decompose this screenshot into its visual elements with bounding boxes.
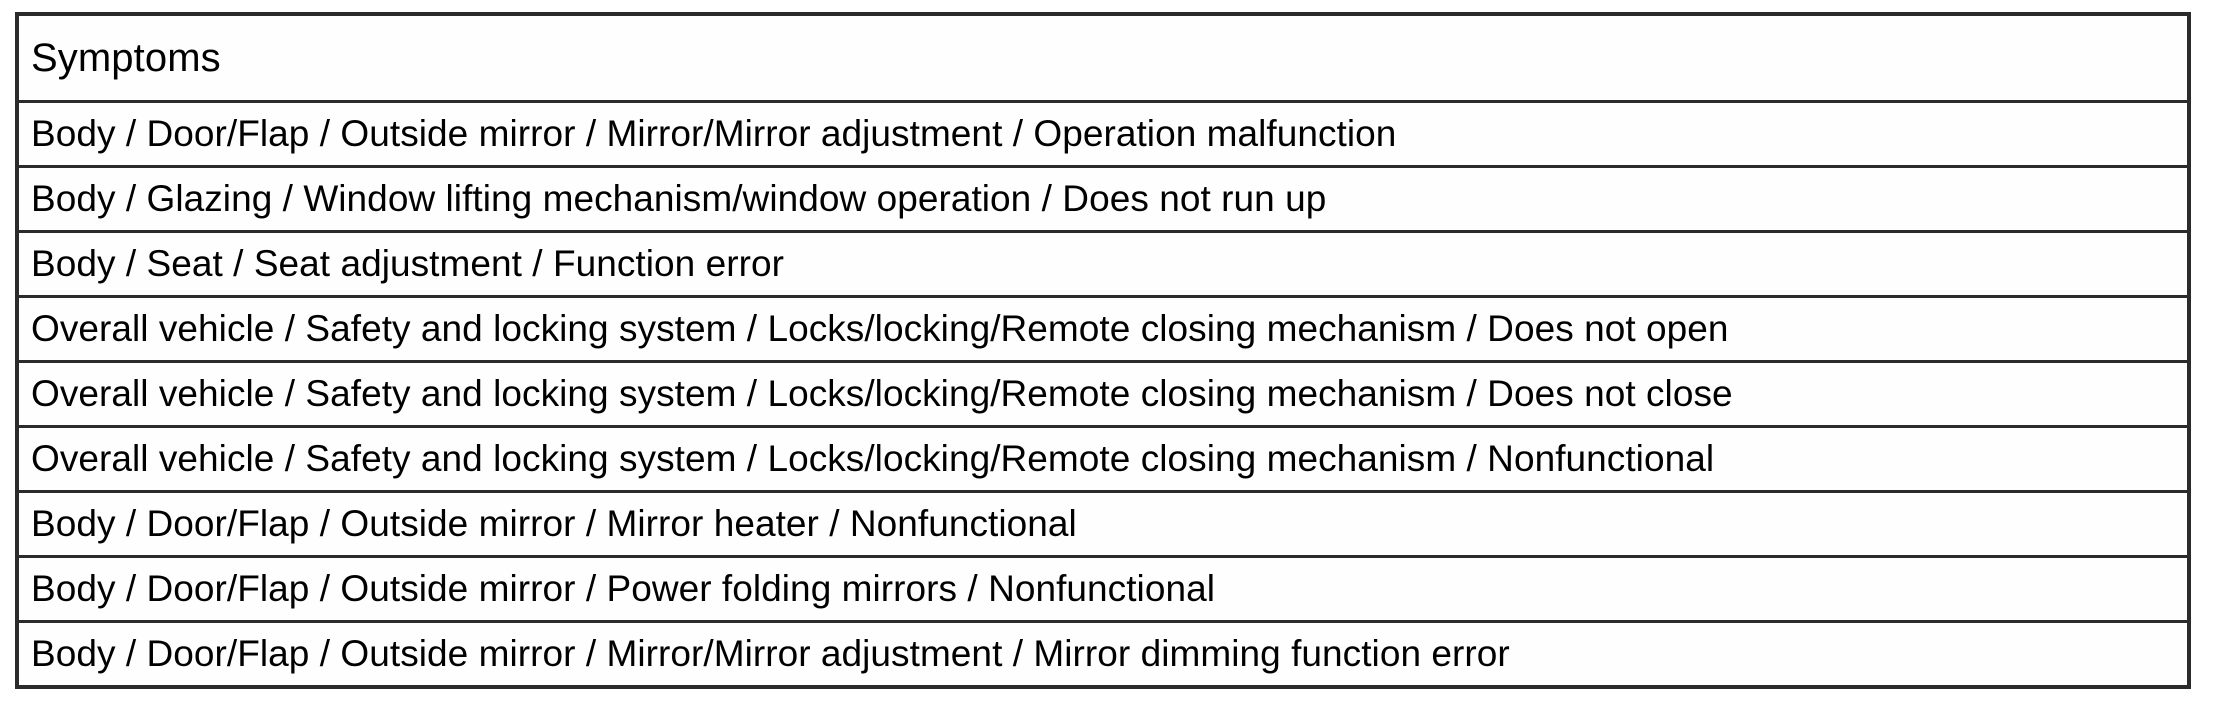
symptom-cell: Body / Door/Flap / Outside mirror / Powe… bbox=[15, 555, 2191, 623]
table-row: Overall vehicle / Safety and locking sys… bbox=[15, 360, 2191, 428]
table-row: Body / Glazing / Window lifting mechanis… bbox=[15, 165, 2191, 233]
table-body: Body / Door/Flap / Outside mirror / Mirr… bbox=[15, 100, 2191, 689]
symptom-cell: Overall vehicle / Safety and locking sys… bbox=[15, 295, 2191, 363]
table-row: Body / Seat / Seat adjustment / Function… bbox=[15, 230, 2191, 298]
symptom-cell: Body / Door/Flap / Outside mirror / Mirr… bbox=[15, 620, 2191, 689]
symptom-cell: Body / Glazing / Window lifting mechanis… bbox=[15, 165, 2191, 233]
table-row: Body / Door/Flap / Outside mirror / Powe… bbox=[15, 555, 2191, 623]
table-header: Symptoms bbox=[15, 12, 2191, 103]
table-row: Overall vehicle / Safety and locking sys… bbox=[15, 425, 2191, 493]
table-row: Overall vehicle / Safety and locking sys… bbox=[15, 295, 2191, 363]
symptom-cell: Overall vehicle / Safety and locking sys… bbox=[15, 425, 2191, 493]
symptom-cell: Body / Door/Flap / Outside mirror / Mirr… bbox=[15, 100, 2191, 168]
table-row: Body / Door/Flap / Outside mirror / Mirr… bbox=[15, 620, 2191, 689]
table-row: Body / Door/Flap / Outside mirror / Mirr… bbox=[15, 490, 2191, 558]
table-row: Body / Door/Flap / Outside mirror / Mirr… bbox=[15, 100, 2191, 168]
table-header-row: Symptoms bbox=[15, 12, 2191, 103]
symptom-cell: Body / Seat / Seat adjustment / Function… bbox=[15, 230, 2191, 298]
symptoms-table: Symptoms Body / Door/Flap / Outside mirr… bbox=[15, 12, 2191, 689]
column-header-symptoms: Symptoms bbox=[15, 12, 2191, 103]
symptom-cell: Overall vehicle / Safety and locking sys… bbox=[15, 360, 2191, 428]
symptom-cell: Body / Door/Flap / Outside mirror / Mirr… bbox=[15, 490, 2191, 558]
